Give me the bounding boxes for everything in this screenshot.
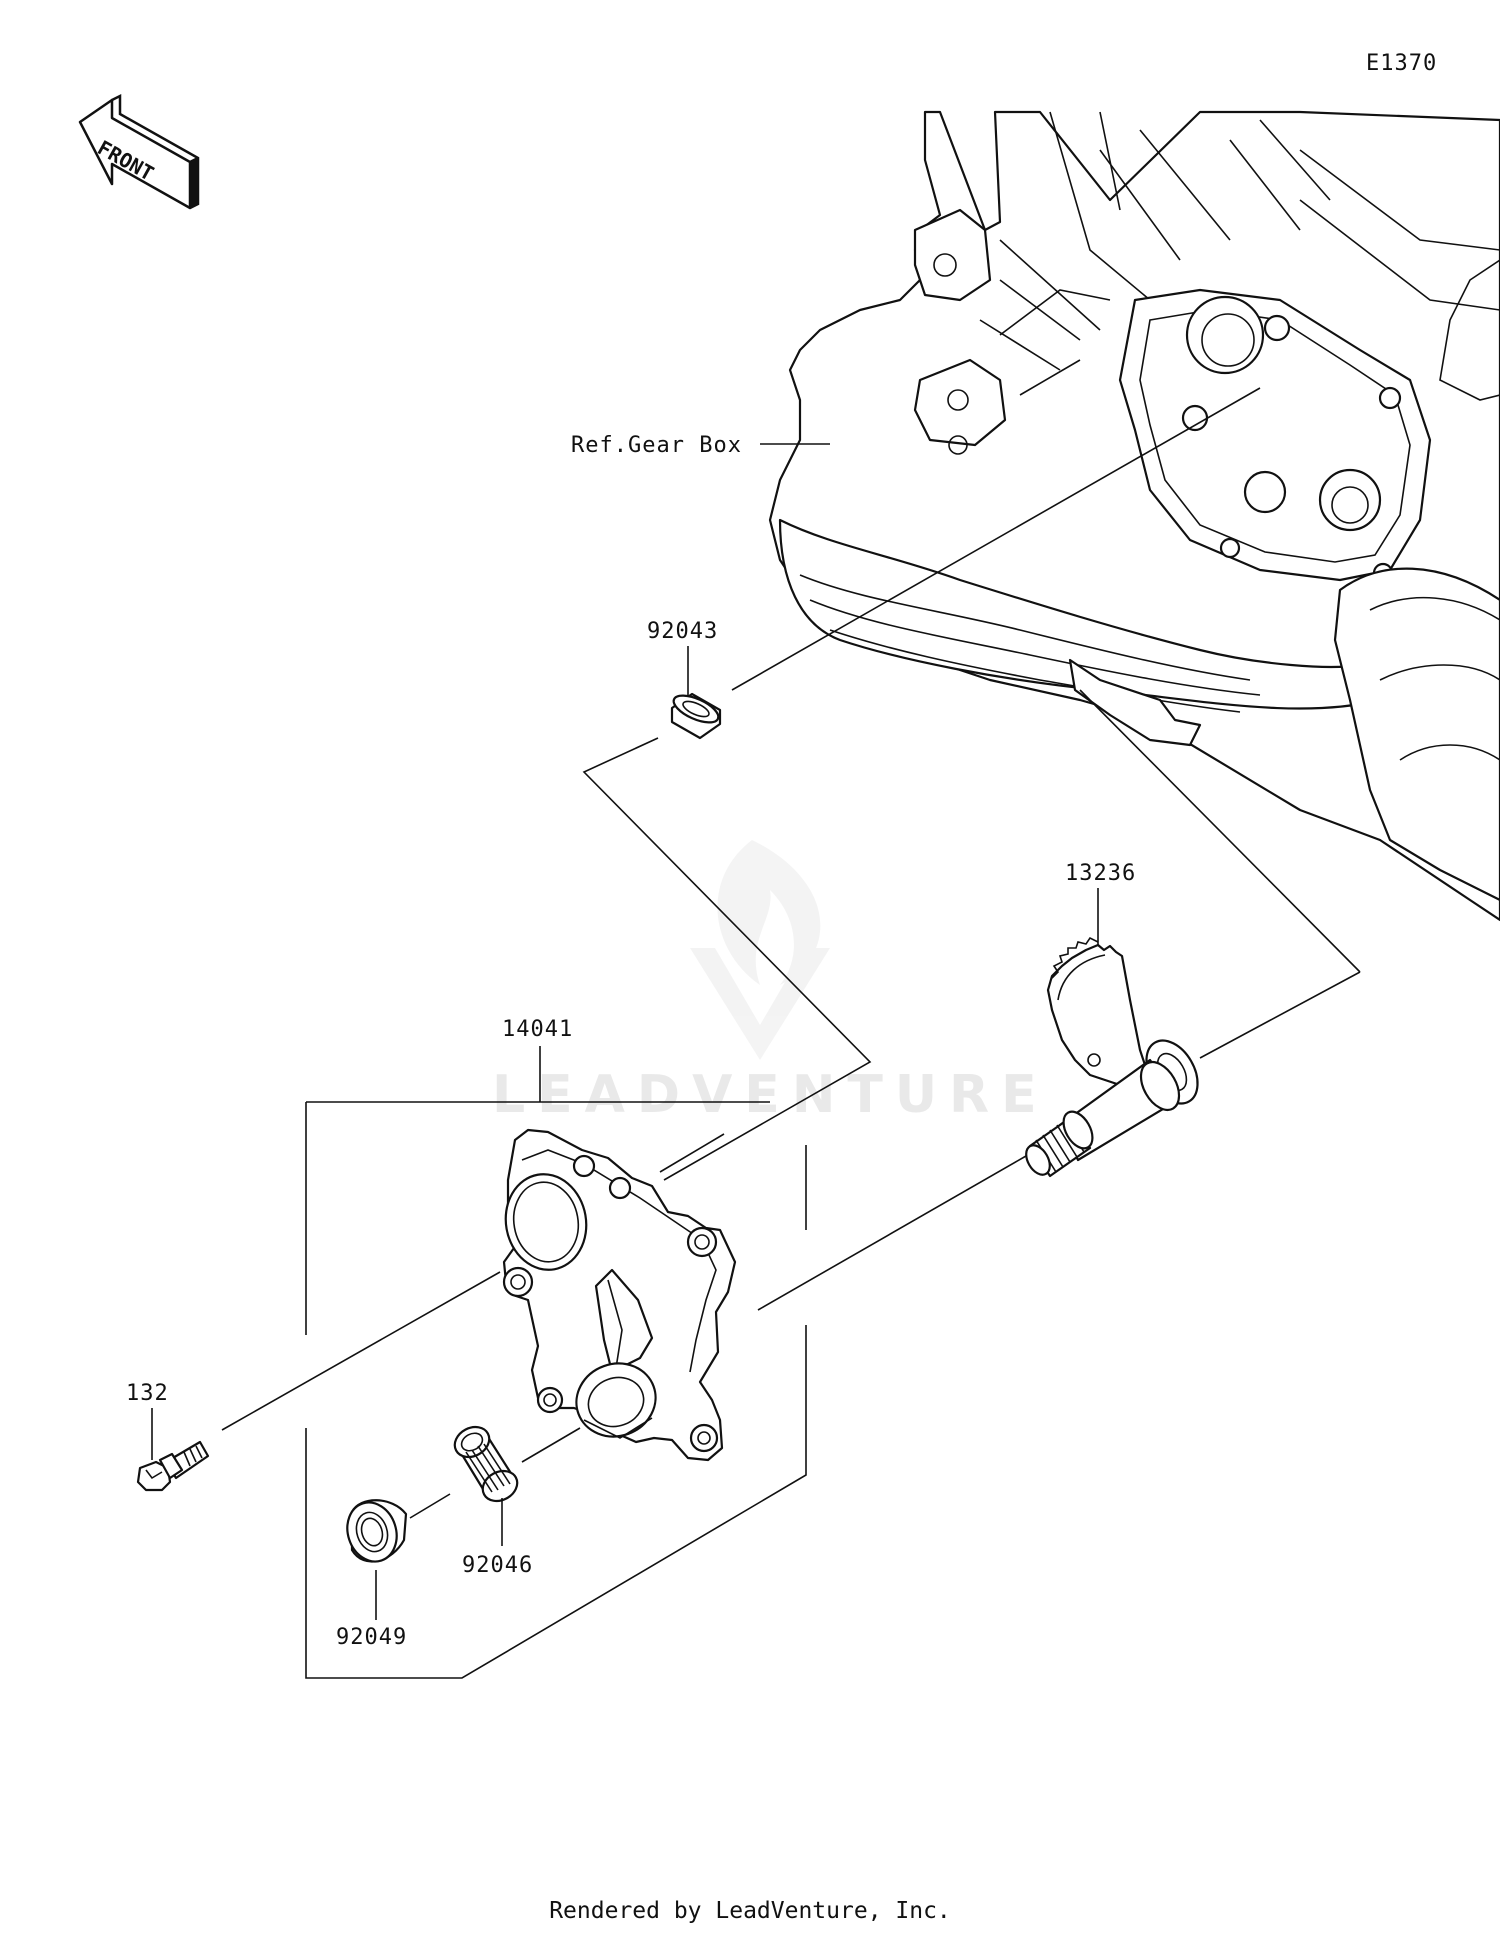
front-arrow-icon: FRONT [78, 93, 200, 210]
seal-center-line [409, 1493, 451, 1519]
dowel-pin-92043 [670, 692, 722, 740]
bolt-132 [136, 1440, 210, 1492]
cover-14041 [502, 1128, 737, 1462]
bearing-center-line [521, 1427, 581, 1463]
callout-92043: 92043 [647, 619, 718, 644]
watermark-text: LEADVENTURE [492, 1065, 1049, 1125]
callout-92049: 92049 [336, 1625, 407, 1650]
callout-13236: 13236 [1065, 861, 1136, 886]
gear-box-engine [768, 110, 1500, 922]
callout-132: 132 [126, 1381, 169, 1406]
bolt-center-line [221, 1271, 501, 1431]
cover-to-dowel-line [659, 1133, 725, 1173]
shaft-center-line-upper [1199, 971, 1361, 1059]
shaft-center-line-lower [757, 1155, 1027, 1311]
callout-92046: 92046 [462, 1553, 533, 1578]
ref-gear-box-label: Ref.Gear Box [571, 433, 742, 458]
diagram-code: E1370 [1366, 51, 1437, 76]
footer-credit: Rendered by LeadVenture, Inc. [549, 1898, 951, 1924]
callout-14041: 14041 [502, 1017, 573, 1042]
pin-center-line [731, 387, 1261, 691]
shaft-to-gearbox-line [1079, 689, 1361, 973]
dowel-to-cover-line [582, 737, 872, 1181]
group-frame-14041 [305, 1102, 807, 1679]
oil-seal-92049 [346, 1499, 408, 1563]
needle-bearing-92046 [453, 1425, 519, 1503]
shift-shaft-13236 [1025, 936, 1199, 1178]
watermark-logo [690, 840, 830, 1060]
